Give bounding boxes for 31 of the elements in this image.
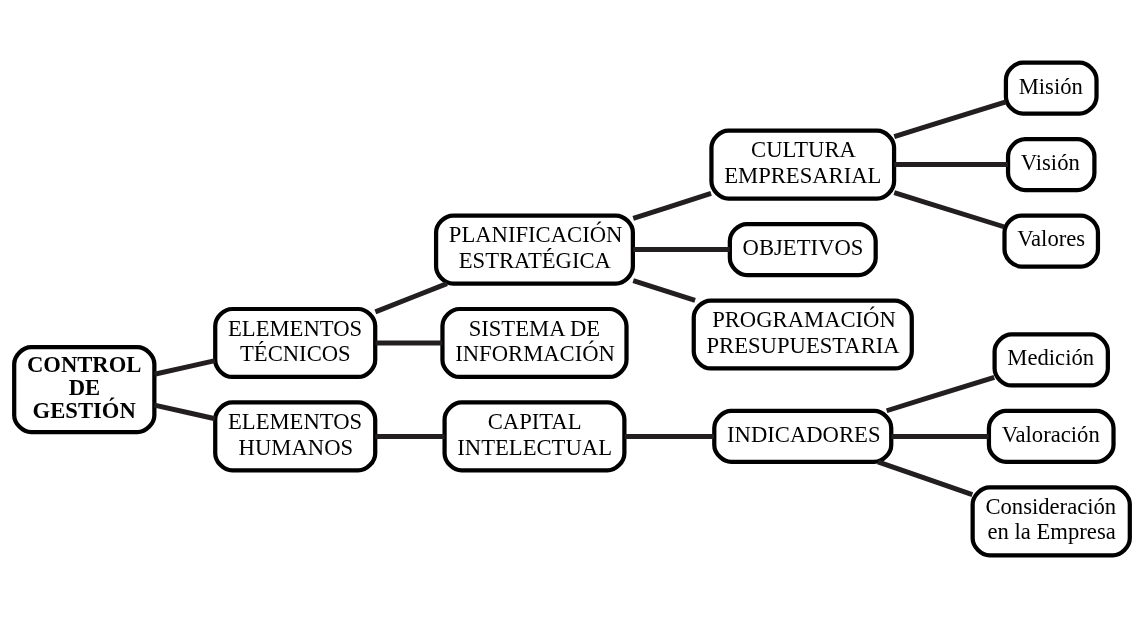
connector (375, 340, 443, 345)
connector (624, 433, 715, 439)
node-box: OBJETIVOS (727, 221, 878, 277)
connector (891, 433, 989, 439)
connector (893, 189, 1005, 229)
connector (885, 374, 995, 413)
connector (633, 246, 730, 252)
node-box: Misión (1003, 60, 1099, 116)
connector (894, 161, 1008, 167)
node-box: SISTEMA DE INFORMACIÓN (440, 306, 629, 379)
node-box: ELEMENTOS HUMANOS (213, 399, 378, 472)
node-box: CONTROL DE GESTIÓN (12, 344, 157, 434)
connector (893, 98, 1007, 139)
node-box: CULTURA EMPRESARIAL (709, 128, 897, 201)
connector (632, 277, 696, 303)
node-box: Consideración en la Empresa (970, 484, 1132, 557)
node-box: Visión (1005, 136, 1097, 192)
connector (375, 433, 445, 439)
node-box: Valores (1002, 212, 1101, 269)
node-box: Valoración (986, 408, 1116, 464)
connector (153, 357, 216, 377)
connector (153, 402, 216, 421)
connector (877, 459, 974, 497)
node-box: CAPITAL INTELECTUAL (442, 399, 627, 472)
node-box: Medición (992, 331, 1110, 388)
connector (374, 280, 448, 314)
node-box: PROGRAMACIÓN PRESUPUESTARIA (691, 297, 914, 371)
node-box: INDICADORES (712, 408, 894, 464)
connector (632, 190, 712, 221)
node-box: ELEMENTOS TÉCNICOS (213, 306, 378, 379)
node-box: PLANIFICACIÓN ESTRATÉGICA (433, 212, 635, 286)
